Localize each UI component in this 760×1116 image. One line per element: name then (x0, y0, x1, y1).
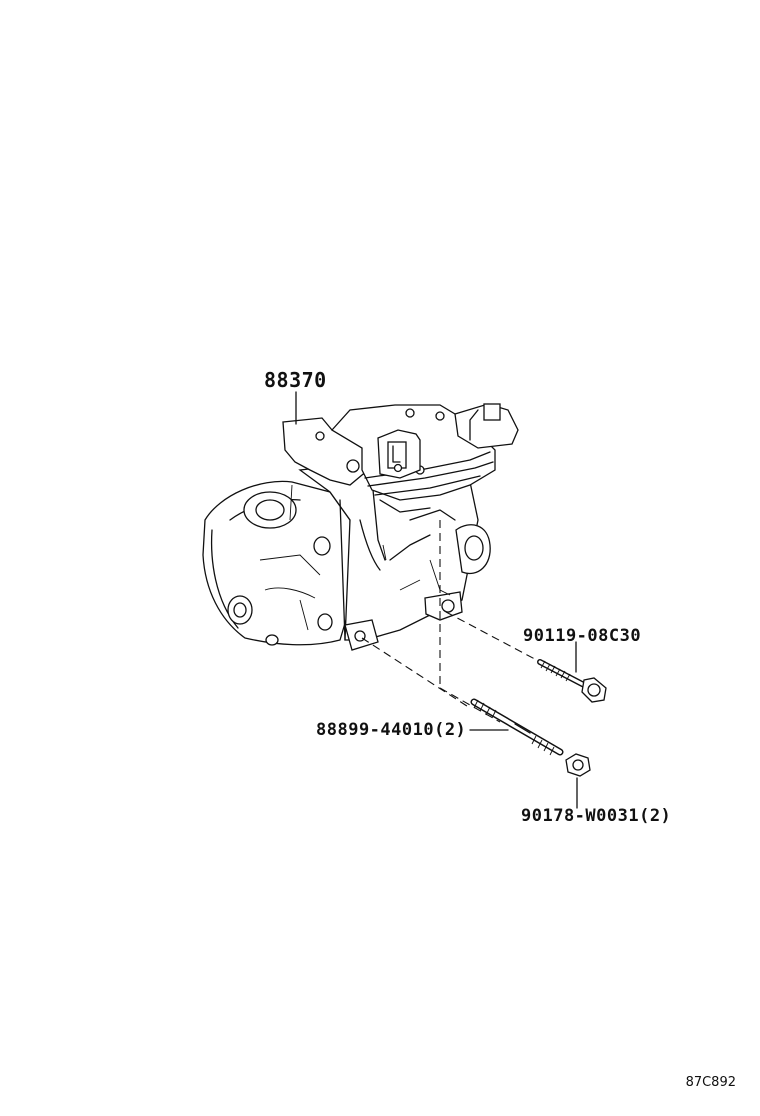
stud-bolt-illustration (470, 698, 564, 756)
nut-part-number: 90178-W0031(2) (521, 806, 672, 826)
compressor-part-number: 88370 (264, 368, 327, 392)
installation-lines (361, 520, 549, 723)
leader-lines (295, 391, 578, 809)
nut-illustration (565, 753, 591, 777)
bolt-90119-illustration (537, 659, 607, 703)
stud-bolt-part-number: 88899-44010(2) (316, 720, 467, 740)
bolt-part-number: 90119-08C30 (523, 626, 642, 646)
compressor-illustration (202, 403, 519, 651)
illustration-code: 87C892 (685, 1075, 736, 1090)
